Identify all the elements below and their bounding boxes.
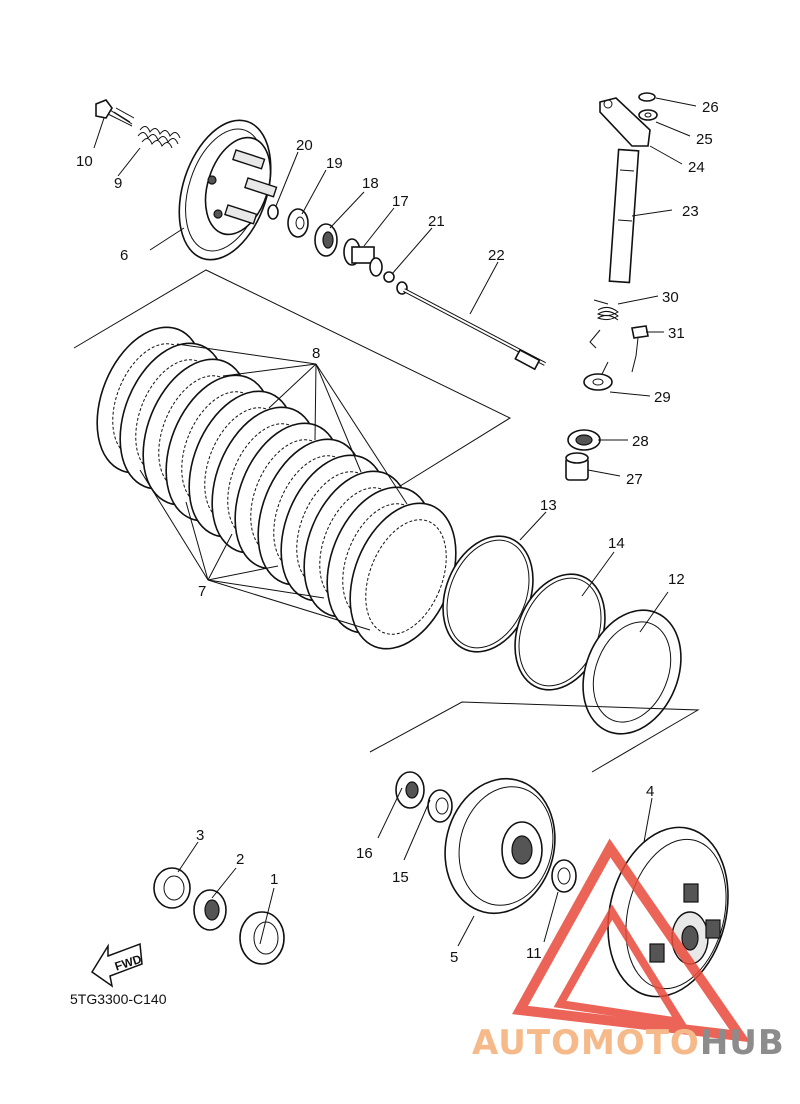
callout-3: 3: [196, 827, 204, 844]
part-clutch-boss: [444, 777, 556, 915]
leader-line: [314, 363, 317, 441]
callout-16: 16: [356, 845, 373, 862]
part-screw: [631, 325, 649, 357]
leader-line: [185, 501, 209, 581]
callout-17: 17: [392, 193, 409, 210]
part-bolt: [95, 99, 135, 127]
part-bearing: [314, 223, 338, 257]
part-washer-small: [638, 109, 658, 121]
callout-25: 25: [696, 131, 713, 148]
part-clutch-plates: [96, 326, 457, 650]
leader-line: [176, 343, 317, 365]
callout-12: 12: [668, 571, 685, 588]
part-bush: [565, 452, 589, 481]
part-lock-washer-15: [427, 789, 453, 823]
part-ball: [383, 271, 395, 283]
part-oil-seal: [567, 429, 601, 451]
diagram-code: 5TG3300-C140: [70, 991, 167, 1007]
part-circlip: [267, 204, 279, 220]
part-nut-16: [395, 771, 425, 809]
callouts: 1 2 3 4 5 6 7 8 9 10 11 12 13 14 15 16 1…: [76, 99, 719, 966]
callout-7: 7: [198, 583, 206, 600]
part-collar-3: [153, 867, 191, 909]
callout-31: 31: [668, 325, 685, 342]
callout-11: 11: [526, 945, 542, 962]
callout-9: 9: [114, 175, 122, 192]
part-circlip-small: [638, 92, 656, 102]
callout-15: 15: [392, 869, 409, 886]
callout-8: 8: [312, 345, 320, 362]
leader-line: [207, 533, 233, 581]
part-pressure-plate: [178, 119, 278, 261]
plate-inner-teeth: [365, 519, 447, 635]
callout-18: 18: [362, 175, 379, 192]
part-plate-29: [583, 373, 613, 391]
callout-24: 24: [688, 159, 705, 176]
leader-line: [207, 579, 325, 599]
callout-19: 19: [326, 155, 343, 172]
callout-28: 28: [632, 433, 649, 450]
watermark-text: AUTOMOTOHUB: [472, 1023, 785, 1063]
part-torsion-spring: [589, 299, 619, 349]
callout-10: 10: [76, 153, 93, 170]
part-lever: [599, 97, 651, 147]
part-dashed-bracket-upper: [73, 269, 512, 497]
callout-20: 20: [296, 137, 313, 154]
part-push-rod: [396, 281, 546, 371]
part-friction-plate-12: [582, 609, 682, 735]
callout-2: 2: [236, 851, 244, 868]
leader-line: [268, 363, 317, 409]
part-spring: [137, 126, 181, 149]
part-gear-2: [193, 889, 227, 931]
part-push-piece: [343, 238, 383, 277]
callout-26: 26: [702, 99, 719, 116]
callout-6: 6: [120, 247, 128, 264]
callout-29: 29: [654, 389, 671, 406]
part-washer: [287, 208, 309, 238]
leader-line: [207, 565, 279, 581]
callout-1: 1: [270, 871, 278, 888]
watermark-logo: [512, 838, 751, 1043]
callout-5: 5: [450, 949, 458, 966]
callout-13: 13: [540, 497, 557, 514]
part-push-lever-shaft: [608, 148, 640, 284]
callout-27: 27: [626, 471, 643, 488]
leader-line: [222, 363, 317, 377]
callout-30: 30: [662, 289, 679, 306]
callout-14: 14: [608, 535, 625, 552]
part-circlip-11: [551, 859, 577, 893]
leader-line: [207, 579, 371, 631]
leader-line: [139, 469, 209, 581]
leader-line: [315, 363, 362, 473]
leader-line: [315, 363, 408, 505]
callout-23: 23: [682, 203, 699, 220]
callout-22: 22: [488, 247, 505, 264]
leader-lines: [93, 97, 697, 947]
callout-4: 4: [646, 783, 654, 800]
fwd-arrow-icon: FWD: [90, 942, 144, 988]
callout-21: 21: [428, 213, 445, 230]
part-dashed-bracket-lower: [369, 701, 700, 773]
